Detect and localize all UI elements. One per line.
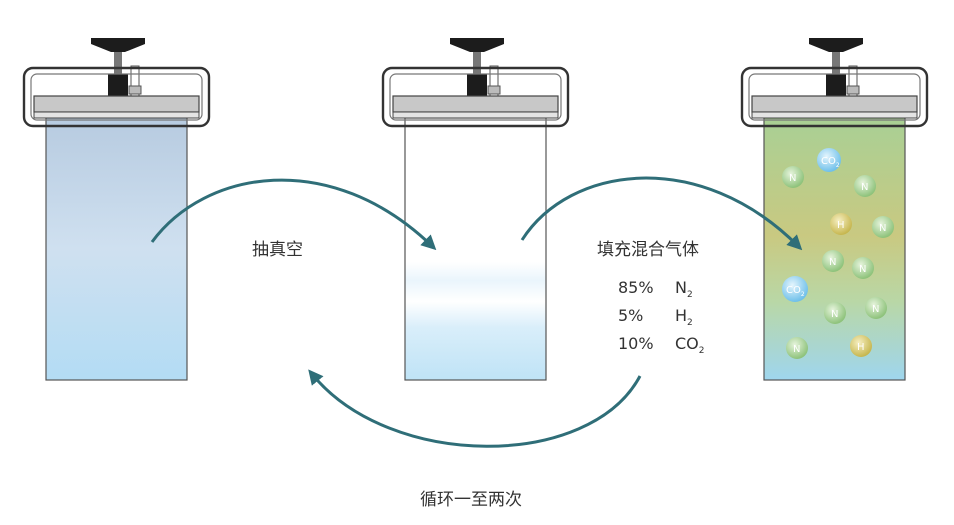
jar-body (404, 117, 547, 381)
step-label-fill-gas: 填充混合气体 (597, 240, 699, 260)
arrow-fill-gas (520, 176, 803, 251)
gas-molecule-icon: N (852, 257, 874, 279)
clamp-frame (381, 66, 570, 128)
knob-handle-icon (809, 38, 863, 102)
svg-text:N: N (831, 309, 838, 320)
clamp-frame (740, 66, 929, 128)
jar-lid (392, 95, 559, 113)
gas-molecule-icon: N (865, 297, 887, 319)
svg-text:N: N (872, 304, 879, 315)
gas-molecule-icon: N (824, 302, 846, 324)
jar-gas-filled: CO2 N N H N N N CO2 (740, 38, 929, 381)
svg-text:N: N (859, 264, 866, 275)
step-label-repeat: 循环一至两次 (420, 490, 522, 510)
svg-text:CO2: CO2 (821, 156, 840, 169)
gas-molecule-icon: H (850, 335, 872, 357)
gas-formula: H2 (675, 306, 693, 328)
svg-text:N: N (879, 223, 886, 234)
jar-evacuated (381, 38, 570, 381)
gas-percent: 5% (618, 306, 643, 325)
gas-formula: CO2 (675, 334, 705, 356)
gas-molecule-icon: N (872, 216, 894, 238)
gas-molecule-icon: H (830, 213, 852, 235)
gas-percent: 10% (618, 334, 654, 353)
svg-text:H: H (857, 342, 865, 353)
gas-molecule-icon: CO2 (782, 276, 808, 302)
gas-molecule-icon: N (822, 250, 844, 272)
svg-text:N: N (793, 344, 800, 355)
svg-text:H: H (837, 220, 845, 231)
step-label-evacuate: 抽真空 (252, 240, 303, 260)
knob-handle-icon (91, 38, 145, 102)
gas-percent: 85% (618, 278, 654, 297)
svg-text:N: N (789, 173, 796, 184)
gas-formula: N2 (675, 278, 693, 300)
gas-molecule-icon: N (854, 175, 876, 197)
gas-molecule-icon: N (782, 166, 804, 188)
jar-lid (33, 95, 200, 113)
gas-molecule-icon: N (786, 337, 808, 359)
gas-mixture-list: 85% N2 5% H2 10% CO2 (618, 278, 705, 356)
svg-text:N: N (829, 257, 836, 268)
svg-text:N: N (861, 182, 868, 193)
jar-evacuated-start (22, 38, 211, 381)
knob-handle-icon (450, 38, 504, 102)
arrow-evacuate (150, 178, 437, 251)
jar-body (45, 117, 188, 381)
clamp-frame (22, 66, 211, 128)
svg-text:CO2: CO2 (786, 285, 805, 298)
jar-lid (751, 95, 918, 113)
arrow-repeat-cycle (308, 369, 642, 448)
gas-molecule-icon: CO2 (817, 148, 841, 172)
